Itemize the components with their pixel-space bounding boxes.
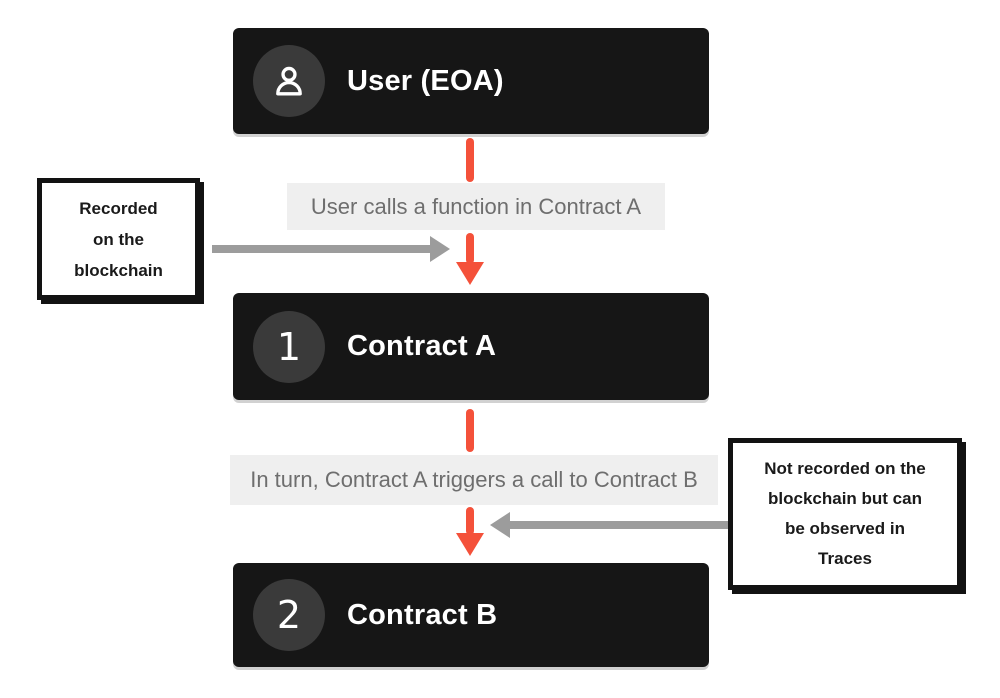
callout-recorded-on-blockchain: Recorded on the blockchain bbox=[37, 178, 200, 300]
node-contract-b-label: Contract B bbox=[347, 598, 498, 631]
flow-arrow-2-shaft-top bbox=[466, 409, 474, 452]
node-contract-b: 2 Contract B bbox=[233, 563, 709, 667]
flow-arrow-1-arrowhead-icon bbox=[456, 262, 484, 285]
flow-arrow-2-arrowhead-icon bbox=[456, 533, 484, 556]
flow-step-label-1: User calls a function in Contract A bbox=[287, 183, 665, 230]
node-contract-a-label: Contract A bbox=[347, 330, 497, 362]
step-number: 1 bbox=[276, 324, 302, 369]
annotation-arrow-right-shaft bbox=[510, 521, 728, 529]
step-badge-2: 2 bbox=[253, 579, 325, 651]
node-contract-a: 1 Contract A bbox=[233, 293, 709, 400]
step-number: 2 bbox=[276, 593, 302, 637]
user-icon bbox=[276, 66, 302, 96]
annotation-arrow-left-shaft bbox=[212, 245, 430, 253]
flow-arrow-1-shaft-bottom bbox=[466, 233, 474, 264]
annotation-arrow-right-arrowhead-icon bbox=[490, 512, 510, 538]
callout-not-recorded-traces: Not recorded on the blockchain but can b… bbox=[728, 438, 962, 590]
annotation-arrow-left-arrowhead-icon bbox=[430, 236, 450, 262]
node-user-label: User (EOA) bbox=[347, 64, 504, 97]
flow-arrow-2-shaft-bottom bbox=[466, 507, 474, 535]
node-user-eoa: User (EOA) bbox=[233, 28, 709, 134]
avatar bbox=[253, 45, 325, 117]
step-badge-1: 1 bbox=[253, 310, 325, 383]
flow-step-label-2: In turn, Contract A triggers a call to C… bbox=[230, 455, 718, 505]
flow-arrow-1-shaft-top bbox=[466, 138, 474, 182]
